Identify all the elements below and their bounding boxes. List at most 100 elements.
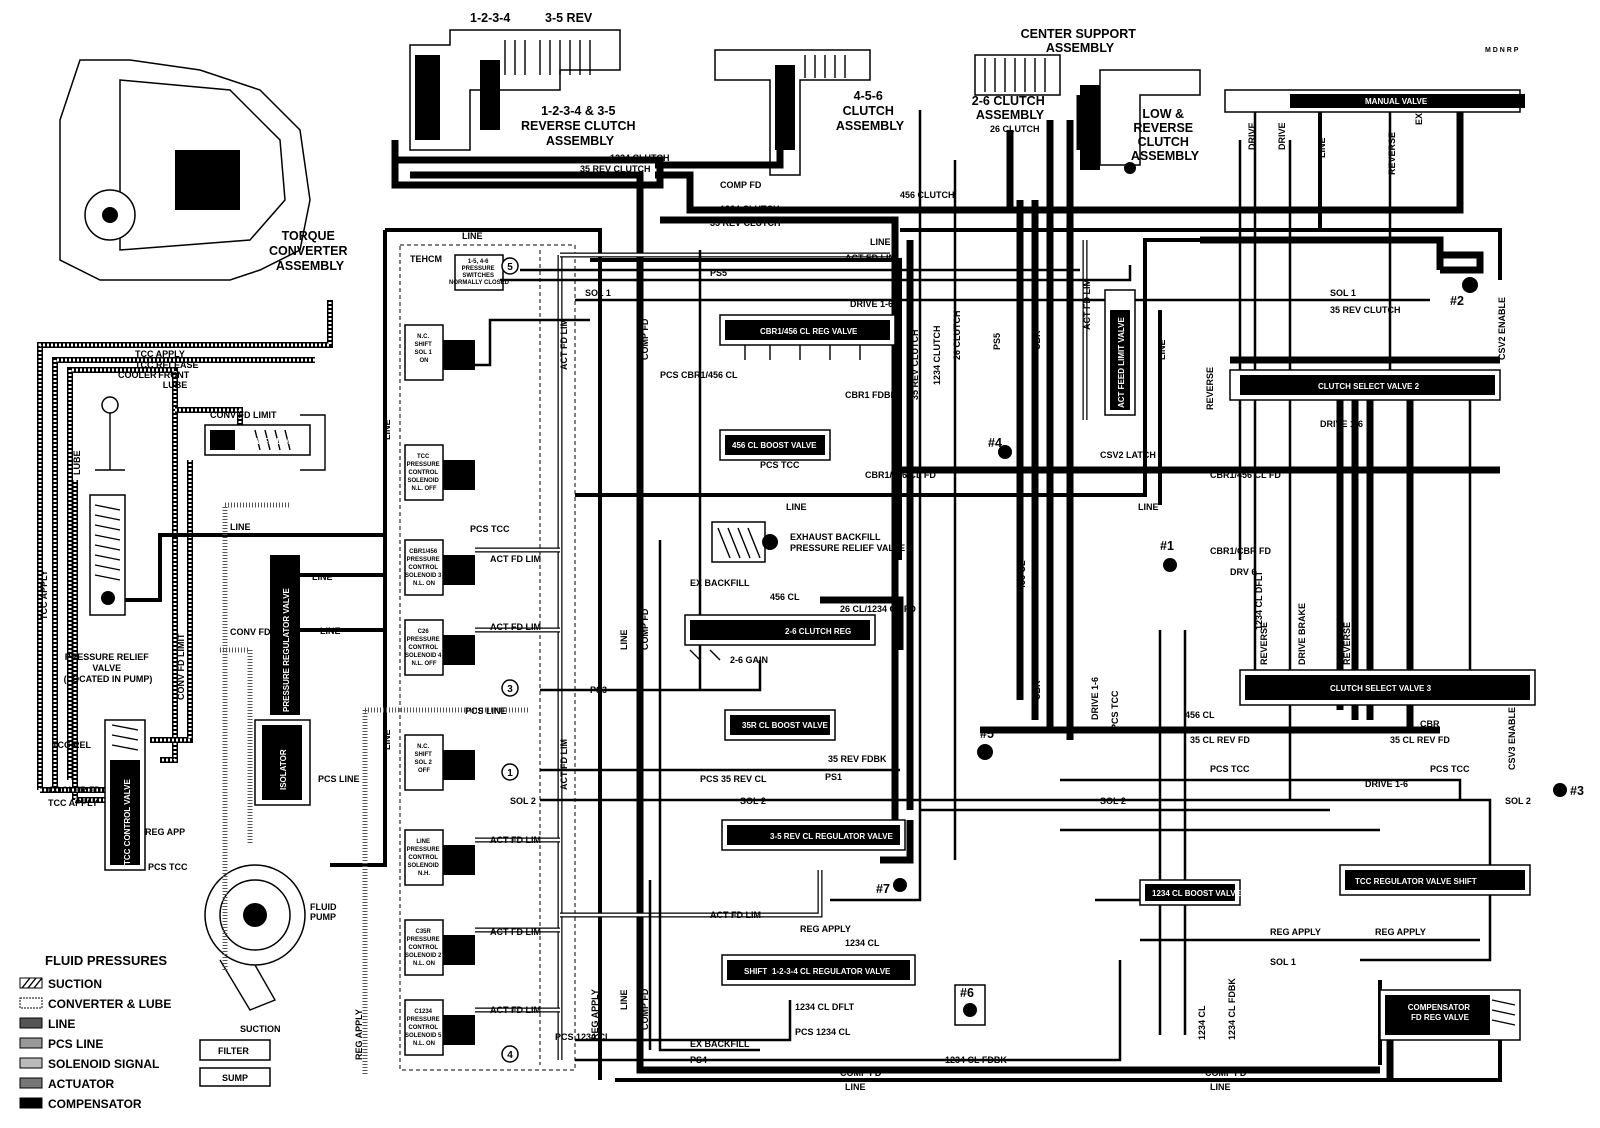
c35-pcs-solenoid [404, 919, 475, 976]
passage-csv2-latch: CSV2 LATCH [1100, 450, 1156, 460]
cbr-456-reg-valve [719, 314, 896, 360]
line-pressure-passages [330, 100, 1502, 1082]
passage-cbr-v: CBR [1032, 330, 1042, 350]
label-line: C1234 [414, 1009, 432, 1015]
passage-pcs-tcc-right: PCS TCC [1210, 764, 1250, 774]
boost-456-label: 456 CL BOOST VALVE [732, 441, 817, 450]
checkball-6 [954, 984, 986, 1026]
passage-reg-apply-v-2: REG APPLY [590, 989, 600, 1040]
shift-sol-1-label: N.C. SHIFT SOL 1 ON [414, 334, 433, 364]
label-line: LUBE [163, 380, 188, 390]
lube-label: LUBE [72, 451, 82, 476]
passage-1234-cl-dflt: 1234 CL DFLT [795, 1002, 855, 1012]
passage-26cl-1234fd: 26 CL/1234 CL FD [840, 604, 916, 614]
reg-1234-label: 1-2-3-4 CL REGULATOR VALVE [772, 967, 891, 976]
legend-swatch-converter [19, 997, 43, 1009]
passage-act-fd-lim-v-2: ACT FD LIM [559, 739, 569, 790]
passage-1234-cl-v-2: 1234 CL [1197, 1005, 1207, 1040]
passage-line-top: LINE [462, 231, 483, 241]
compensator-passages [391, 95, 1500, 1080]
passage-reverse-v: REVERSE [1387, 132, 1397, 175]
label-line: PRESSURE [462, 266, 495, 272]
cooler-label: COOLER [118, 370, 157, 380]
exhaust-backfill-label: EXHAUST BACKFILL PRESSURE RELIEF VALVE [790, 532, 905, 553]
checkball-7 [893, 878, 907, 892]
passage-act-fd-lim-4: ACT FD LIM [490, 835, 541, 845]
cbr-pcs-label: CBR1/456 PRESSURE CONTROL SOLENOID 3 N.L… [405, 549, 443, 587]
clutch-1234-label: 1-2-3-4 [470, 11, 510, 25]
clutch-select-3-valve [1239, 669, 1536, 706]
low-reverse-assembly-label: LOW & REVERSE CLUTCH ASSEMBLY [1131, 107, 1200, 163]
pressure-switch-block [454, 254, 504, 291]
boost-35-label: 35R CL BOOST VALVE [742, 721, 828, 730]
passage-1234-clutch-2: 1234 CLUTCH [720, 204, 780, 214]
passage-sol1-top: SOL 1 [585, 288, 611, 298]
passage-sol2-right: SOL 2 [1100, 796, 1126, 806]
passage-cbr-v-2: CBR [1032, 680, 1042, 700]
label-line: PUMP [310, 912, 336, 922]
circle-marker-3 [501, 679, 519, 697]
label-line: SWITCHES [462, 273, 494, 279]
passage-1234-cl: 1234 CL [845, 938, 880, 948]
passage-comp-fd-v-3: COMP FD [640, 988, 650, 1030]
clutch-26-reg-valve [684, 614, 876, 661]
isolator-label: ISOLATOR [279, 749, 288, 790]
passage-ex-backfill-2: EX BACKFILL [690, 1039, 750, 1049]
pressure-relief-label: PRESSURE RELIEF VALVE (LOCATED IN PUMP) [64, 652, 153, 684]
label-line: PRESSURE [407, 637, 440, 643]
passage-line-bottom-2: LINE [1210, 1082, 1231, 1092]
passage-act-fd-lim-v-3: ACT FD LIM [1082, 279, 1092, 330]
assembly-line: ASSEMBLY [276, 259, 345, 273]
passage-pcs-tcc-bottom: PCS TCC [148, 862, 188, 872]
reg-1234-shift-label: SHIFT [744, 967, 767, 976]
solenoid-group [404, 324, 475, 1056]
passage-reg-apply-v: REG APPLY [354, 1009, 364, 1060]
passage-1234-clutch: 1234 CLUTCH [610, 153, 670, 163]
passage-act-fd-lim-6: ACT FD LIM [490, 1005, 541, 1015]
assembly-line: CENTER SUPPORT [1021, 27, 1137, 41]
circle-number-1: 1 [507, 768, 513, 779]
label-line: N.L. ON [413, 581, 435, 587]
boost-1234-label: 1234 CL BOOST VALVE [1152, 889, 1242, 898]
assembly-line: ASSEMBLY [836, 119, 905, 133]
passage-26-clutch: 26 CLUTCH [990, 124, 1040, 134]
label-line: NORMALLY CLOSED [449, 280, 510, 286]
circle-number-5: 5 [507, 262, 513, 273]
clutch-26-reg-label: 2-6 CLUTCH REG [785, 627, 851, 636]
passage-reg-apply-right: REG APPLY [1270, 927, 1321, 937]
clutch-select-3-label: CLUTCH SELECT VALVE 3 [1330, 684, 1432, 693]
legend-swatches [19, 977, 43, 1109]
label-line: SHIFT [414, 342, 432, 348]
passage-1234-cl-dflt-v: 1234 CL DFLT [1254, 570, 1264, 630]
assembly-line: ASSEMBLY [976, 108, 1045, 122]
passage-pcs-line-left: PCS LINE [318, 774, 360, 784]
passage-1234-cl-v: 1234 CLUTCH [932, 325, 942, 385]
passage-drv6: DRV 6 [1230, 567, 1256, 577]
boost-1234-valve [1139, 879, 1241, 906]
passage-act-fd-lim-3: ACT FD LIM [490, 622, 541, 632]
assembly-line: ASSEMBLY [1046, 41, 1115, 55]
passage-sol2-mid: SOL 2 [740, 796, 766, 806]
legend-swatch-solenoid [19, 1057, 43, 1069]
passage-35-rev-clutch: 35 REV CLUTCH [580, 164, 651, 174]
tcc-pcs-solenoid [404, 444, 475, 501]
legend-swatch-suction [19, 977, 43, 989]
label-line: PRESSURE RELIEF VALVE [790, 543, 905, 553]
passage-act-fd-lim-top: ACT FD LIM [845, 253, 896, 263]
passage-line-v-6: LINE [1157, 339, 1167, 360]
passage-act-fd-lim-2: ACT FD LIM [490, 554, 541, 564]
label-line: PRESSURE [407, 462, 440, 468]
label-line: PRESSURE [407, 847, 440, 853]
label-line: SOLENOID 5 [405, 1033, 442, 1039]
filter-box [199, 1039, 271, 1061]
passage-drive-v-2: DRIVE [1277, 122, 1287, 150]
label-line: PRESSURE [407, 557, 440, 563]
label-line: VALVE [92, 663, 121, 673]
compensator-valve [1379, 989, 1521, 1041]
circle-marker-5 [501, 257, 519, 275]
legend-swatch-pcs-line [19, 1037, 43, 1049]
legend-item-converter: CONVERTER & LUBE [48, 997, 171, 1011]
passage-line-v: LINE [1317, 137, 1327, 158]
assembly-line: CLUTCH [843, 104, 894, 118]
c1234-pcs-label: C1234 PRESSURE CONTROL SOLENOID 5 N.L. O… [405, 1009, 443, 1047]
